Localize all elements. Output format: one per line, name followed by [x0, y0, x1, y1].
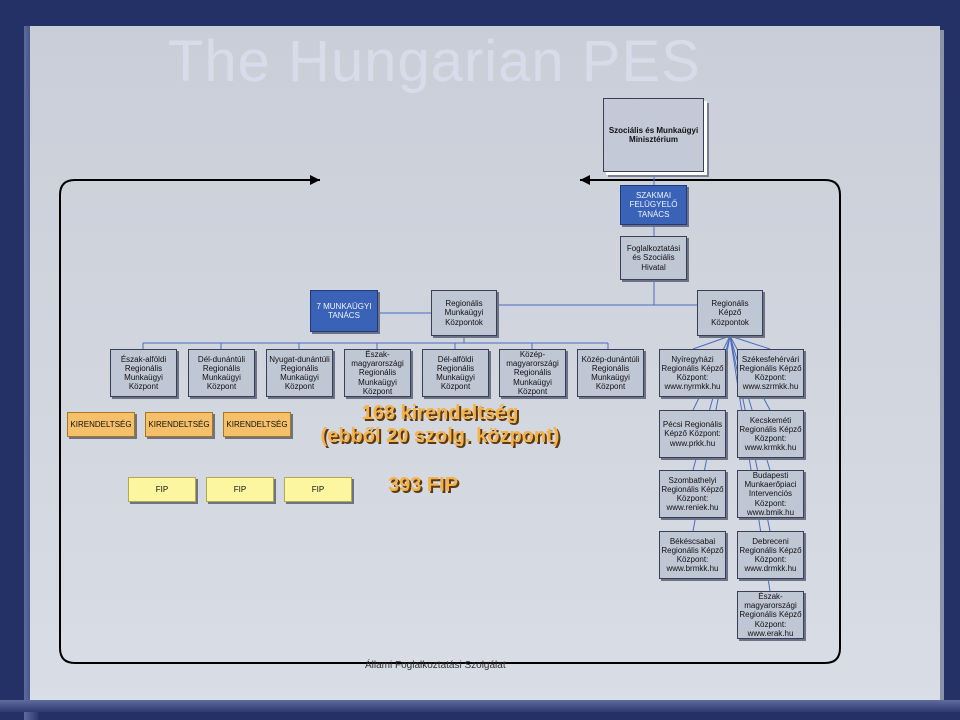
training-centre-box: Pécsi Regionális Képző Központ: www.prkk…: [659, 410, 726, 458]
training-centre-box: Kecskeméti Regionális Képző Központ: www…: [737, 410, 804, 458]
regional-centre-box: Észak-magyarországi Regionális Munkaügyi…: [344, 349, 411, 397]
regional-centre-box: Dél-dunántúli Regionális Munkaügyi Közpo…: [188, 349, 255, 397]
kirendeltseg-count-line1: 168 kirendeltség: [361, 402, 519, 424]
regional-centre-box: Közép-magyarországi Regionális Munkaügyi…: [499, 349, 566, 397]
training-centres-box: Regionális Képző Központok: [697, 290, 763, 336]
regional-centres-box: Regionális Munkaügyi Központok: [431, 290, 497, 336]
regional-centre-box: Közép-dunántúli Regionális Munkaügyi Köz…: [577, 349, 644, 397]
fip-box: FIP: [284, 477, 352, 502]
kirendeltseg-count: 168 kirendeltség (ebből 20 szolg. közpon…: [280, 402, 600, 448]
bottom-stripe: [0, 700, 960, 712]
fip-box: FIP: [206, 477, 274, 502]
munkaugyi-tanacs-box: 7 MUNKAÜGYI TANÁCS: [310, 290, 378, 332]
kirendeltseg-box: KIRENDELTSÉG: [223, 412, 291, 437]
training-centre-box: Észak-magyarországi Regionális Képző Köz…: [737, 591, 804, 639]
training-centre-box: Budapesti Munkaerőpiaci Intervenciós Köz…: [737, 470, 804, 518]
fip-count: 393 FIP: [388, 474, 459, 496]
regional-centre-box: Nyugat-dunántúli Regionális Munkaügyi Kö…: [266, 349, 333, 397]
hivatal-box: Foglalkoztatási és Szociális Hivatal: [620, 236, 687, 280]
footer-text: Állami Foglalkoztatási Szolgálat: [365, 660, 506, 671]
regional-centre-box: Dél-alföldi Regionális Munkaügyi Központ: [422, 349, 489, 397]
kirendeltseg-box: KIRENDELTSÉG: [67, 412, 135, 437]
training-centre-box: Székesfehérvári Regionális Képző Központ…: [737, 349, 804, 397]
ministry-box: Szociális és Munkaügyi Minisztérium: [603, 98, 704, 172]
page-title: The Hungarian PES: [168, 29, 701, 94]
regional-centre-box: Észak-alföldi Regionális Munkaügyi Közpo…: [110, 349, 177, 397]
training-centre-box: Békéscsabai Regionális Képző Központ: ww…: [659, 531, 726, 579]
training-centre-box: Nyíregyházi Regionális Képző Központ: ww…: [659, 349, 726, 397]
kirendeltseg-count-line2: (ebből 20 szolg. központ): [320, 425, 560, 447]
szakmai-tanacs-box: SZAKMAI FELÜGYELŐ TANÁCS: [620, 185, 687, 225]
training-centre-box: Debreceni Regionális Képző Központ: www.…: [737, 531, 804, 579]
kirendeltseg-box: KIRENDELTSÉG: [145, 412, 213, 437]
top-band: [0, 0, 960, 26]
fip-box: FIP: [128, 477, 196, 502]
training-centre-box: Szombathelyi Regionális Képző Központ: w…: [659, 470, 726, 518]
